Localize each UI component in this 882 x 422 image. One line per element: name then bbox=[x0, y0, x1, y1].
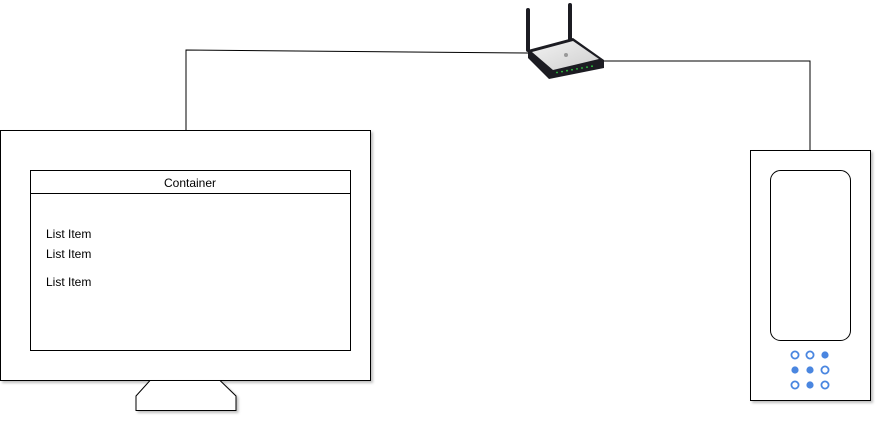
container-title: Container bbox=[164, 176, 216, 190]
monitor-stand bbox=[135, 380, 237, 411]
keypad-dot-hollow bbox=[820, 365, 830, 375]
router-antenna-right bbox=[568, 3, 572, 47]
keypad-dot-hollow bbox=[820, 380, 830, 390]
connector-monitor-router bbox=[185, 49, 529, 130]
connector-router-phone bbox=[604, 60, 811, 150]
router-status-leds bbox=[556, 65, 593, 74]
list-item: List Item bbox=[46, 227, 91, 241]
container-panel: Container List Item List Item List Item bbox=[30, 170, 351, 351]
router-antenna-left bbox=[526, 8, 530, 52]
list-item: List Item bbox=[46, 275, 91, 289]
keypad-dot-filled bbox=[806, 381, 814, 389]
keypad-dot-hollow bbox=[790, 380, 800, 390]
keypad-dot-filled bbox=[821, 351, 829, 359]
keypad-dot-filled bbox=[791, 366, 799, 374]
keypad-dot-filled bbox=[806, 366, 814, 374]
wireless-router-icon bbox=[526, 3, 604, 79]
router-logo bbox=[564, 53, 568, 57]
keypad-dot-hollow bbox=[805, 350, 815, 360]
keypad-dot-hollow bbox=[790, 350, 800, 360]
list-item: List Item bbox=[46, 247, 91, 261]
phone-keypad bbox=[790, 350, 830, 390]
mobile-phone-icon bbox=[750, 150, 871, 401]
phone-screen bbox=[770, 170, 851, 341]
